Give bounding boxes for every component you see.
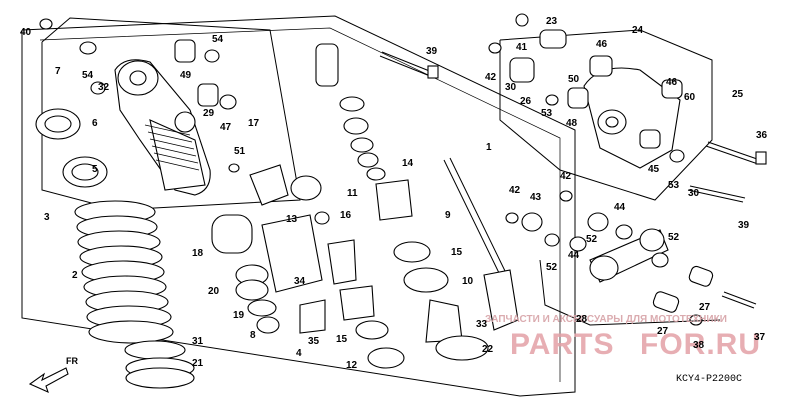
callout-20: 20 xyxy=(208,286,220,297)
callout-46: 46 xyxy=(596,39,608,50)
watermark-caption: ЗАПЧАСТИ И АКСЕССУАРЫ ДЛЯ МОТОТЕХНИКИ xyxy=(485,314,727,325)
callout-13: 13 xyxy=(286,214,298,225)
callout-54: 54 xyxy=(212,34,224,45)
callout-11: 11 xyxy=(347,188,358,199)
callout-7: 7 xyxy=(55,66,61,77)
shock-frame xyxy=(41,17,301,211)
callout-22: 22 xyxy=(482,344,494,355)
callout-4: 4 xyxy=(296,348,302,359)
callout-44: 44 xyxy=(568,250,580,261)
callout-28: 28 xyxy=(576,314,588,325)
callout-16: 16 xyxy=(340,210,352,221)
callout-26: 26 xyxy=(520,96,532,107)
piston-rod-assembly xyxy=(314,43,519,369)
callout-19: 19 xyxy=(233,310,245,321)
callout-6: 6 xyxy=(92,118,98,129)
callout-60: 60 xyxy=(684,92,696,103)
callout-40: 40 xyxy=(20,27,32,38)
callout-42: 42 xyxy=(509,185,521,196)
callout-18: 18 xyxy=(192,248,204,259)
callout-10: 10 xyxy=(462,276,474,287)
callout-25: 25 xyxy=(732,89,744,100)
callout-12: 12 xyxy=(346,360,358,371)
callout-35: 35 xyxy=(308,336,320,347)
callout-8: 8 xyxy=(250,330,256,341)
callout-42: 42 xyxy=(560,171,572,182)
callout-44: 44 xyxy=(614,202,626,213)
watermark-brand-right: FOR.RU xyxy=(640,328,761,361)
callout-49: 49 xyxy=(180,70,192,81)
callout-38: 38 xyxy=(693,340,705,351)
callout-36: 36 xyxy=(756,130,768,141)
callout-50: 50 xyxy=(568,74,580,85)
callout-30: 30 xyxy=(505,82,517,93)
watermark-brand-left: PARTS xyxy=(510,328,614,361)
callout-39: 39 xyxy=(426,46,438,57)
callout-14: 14 xyxy=(402,158,414,169)
cushion-arm-assembly xyxy=(379,13,767,203)
callout-39: 39 xyxy=(738,220,750,231)
callout-33: 33 xyxy=(476,319,488,330)
callout-1: 1 xyxy=(486,142,492,153)
callout-51: 51 xyxy=(234,146,246,157)
callout-23: 23 xyxy=(546,16,558,27)
callout-53: 53 xyxy=(668,180,680,191)
callout-5: 5 xyxy=(92,164,98,175)
connecting-rod-assembly xyxy=(505,190,757,326)
small-bushings-top-left xyxy=(39,18,237,110)
callout-45: 45 xyxy=(648,164,660,175)
callout-29: 29 xyxy=(203,108,215,119)
callout-9: 9 xyxy=(445,210,451,221)
callout-52: 52 xyxy=(586,234,598,245)
callout-24: 24 xyxy=(632,25,644,36)
lock-nut-6 xyxy=(35,108,81,140)
callout-27: 27 xyxy=(699,302,711,313)
callout-3: 3 xyxy=(44,212,50,223)
callout-31: 31 xyxy=(192,336,204,347)
callout-52: 52 xyxy=(546,262,558,273)
callout-34: 34 xyxy=(294,276,306,287)
inner-frame-outline xyxy=(39,27,561,382)
lock-nut-5 xyxy=(62,156,108,188)
shock-body xyxy=(114,59,211,196)
coil-spring xyxy=(74,200,195,389)
callout-54: 54 xyxy=(82,70,94,81)
callout-15: 15 xyxy=(451,247,463,258)
callout-21: 21 xyxy=(192,358,204,369)
callout-15: 15 xyxy=(336,334,348,345)
callout-48: 48 xyxy=(566,118,578,129)
callout-37: 37 xyxy=(754,332,766,343)
callout-27: 27 xyxy=(657,326,669,337)
front-direction-label: FR xyxy=(66,356,78,366)
watermark: ЗАПЧАСТИ И АКСЕССУАРЫ ДЛЯ МОТОТЕХНИКИ PA… xyxy=(485,314,761,361)
front-direction-indicator: FR xyxy=(28,356,78,394)
callout-30: 30 xyxy=(688,188,700,199)
linkage-frame xyxy=(499,29,713,201)
callout-2: 2 xyxy=(72,270,78,281)
callout-52: 52 xyxy=(668,232,680,243)
callout-53: 53 xyxy=(541,108,553,119)
main-frame-outline xyxy=(21,15,576,397)
callout-42: 42 xyxy=(485,72,497,83)
drawing-code: KCY4-P2200C xyxy=(676,374,742,385)
callout-41: 41 xyxy=(516,42,528,53)
callout-46: 46 xyxy=(666,77,678,88)
shock-internals xyxy=(211,163,326,334)
callout-43: 43 xyxy=(530,192,542,203)
callout-17: 17 xyxy=(248,118,260,129)
callout-32: 32 xyxy=(98,82,110,93)
callout-47: 47 xyxy=(220,122,232,133)
